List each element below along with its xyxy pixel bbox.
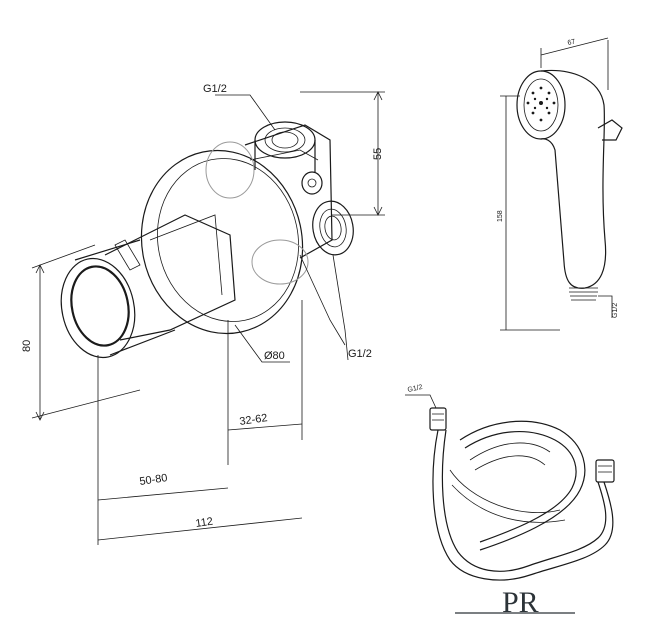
label-height-80: 80 — [21, 340, 33, 352]
valve-drawing — [60, 121, 354, 359]
handshower-drawing: 67 158 G1/2 — [497, 37, 623, 331]
side-outlet — [312, 200, 354, 256]
label-range-32-62: 32-62 — [239, 412, 269, 428]
dim-50-80-line — [97, 487, 229, 501]
hose-nut-left — [429, 407, 447, 431]
dim-158-lines — [500, 95, 560, 331]
valve-flange — [140, 149, 304, 335]
dim-112-line — [97, 517, 303, 541]
label-range-50-80: 50-80 — [139, 472, 169, 488]
valve-dimensions: G1/2 55 80 G1/2 Ø80 32-62 50-80 112 — [21, 83, 385, 545]
leader-side — [332, 254, 349, 361]
handshower-thread — [569, 287, 598, 301]
label-diameter: Ø80 — [264, 350, 285, 362]
label-length-158: 158 — [497, 210, 504, 222]
valve-flange-inner — [157, 158, 299, 322]
label-length-112: 112 — [195, 516, 214, 530]
label-handshower-thread: G1/2 — [612, 303, 619, 318]
logo-text: PR — [502, 586, 539, 619]
hose-coil-2 — [459, 420, 586, 551]
brand-logo: PR — [455, 586, 575, 619]
handshower-body — [540, 69, 607, 289]
mounting-lug — [301, 171, 323, 195]
leader-diameter — [234, 324, 290, 363]
handshower-trigger — [597, 119, 623, 141]
cartridge-sleeve — [104, 214, 236, 341]
label-width-67: 67 — [567, 38, 576, 46]
hose-drawing: G1/2 — [405, 384, 615, 581]
hose-coil-1 — [432, 429, 614, 581]
hose-nut-right — [595, 459, 615, 483]
knob — [60, 257, 136, 359]
dim-80-lines — [31, 244, 141, 420]
spray-holes — [526, 86, 556, 122]
label-hose-thread: G1/2 — [407, 384, 423, 394]
label-height-55: 55 — [372, 148, 384, 160]
dim-32-62-line — [227, 423, 303, 431]
dim-55-lines — [300, 91, 385, 216]
label-thread-side: G1/2 — [348, 348, 372, 360]
label-thread-top: G1/2 — [203, 83, 227, 95]
knob-face — [70, 265, 130, 347]
leader-top — [215, 94, 276, 131]
